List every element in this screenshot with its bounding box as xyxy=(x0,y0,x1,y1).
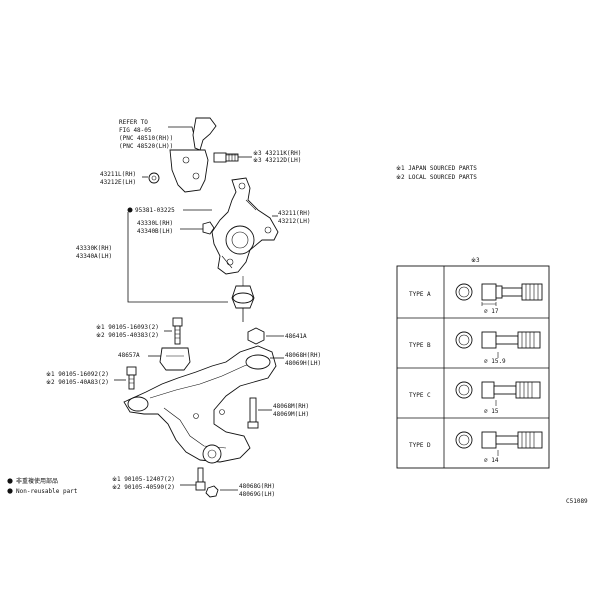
non-reusable-marker xyxy=(7,478,13,484)
type-d-dim: ⌀ 14 xyxy=(484,457,499,464)
type-b-dim: ⌀ 15.9 xyxy=(484,358,506,365)
type-b-label: TYPE B xyxy=(409,342,431,349)
label-48641a: 48641A xyxy=(285,333,307,340)
label-48069g: 48069G(LH) xyxy=(239,491,275,498)
dust-cover-part xyxy=(169,117,217,193)
refer-line-2: FIG 48-05 xyxy=(119,127,152,134)
label-90105-16093: ※1 90105-16093(2) xyxy=(96,324,159,331)
lower-control-arm-part xyxy=(123,345,277,464)
footnote-non-reusable-en: Non-reusable part xyxy=(16,488,78,495)
label-43330k: 43330K(RH) xyxy=(76,245,112,252)
label-43212d: ※3 43212D(LH) xyxy=(253,157,301,164)
nut-43211l xyxy=(148,172,160,184)
type-a-bolt xyxy=(455,283,543,306)
bolt-90105-12407 xyxy=(195,467,206,491)
cotter-pin-marker xyxy=(127,207,133,213)
type-a-dim: ⌀ 17 xyxy=(484,308,499,315)
footnote-non-reusable-cn: 非重複使用部品 xyxy=(16,477,58,485)
type-c-dim: ⌀ 15 xyxy=(484,408,499,415)
non-reusable-marker-2 xyxy=(7,488,13,494)
label-90105-40383: ※2 90105-40383(2) xyxy=(96,332,159,339)
bracket-43330k xyxy=(127,212,228,303)
label-90105-16092: ※1 90105-16092(2) xyxy=(46,371,109,378)
note-japan: ※1 JAPAN SOURCED PARTS xyxy=(396,165,477,172)
nut-48641a xyxy=(247,327,265,345)
label-48068g: 48068G(RH) xyxy=(239,483,275,490)
label-90105-40a83: ※2 90105-40A83(2) xyxy=(46,379,109,386)
note-local: ※2 LOCAL SOURCED PARTS xyxy=(396,174,477,181)
label-90105-40590: ※2 90105-40590(2) xyxy=(112,484,175,491)
refer-leader xyxy=(168,126,195,136)
label-95381: 95381-03225 xyxy=(135,207,175,214)
label-43212: 43212(LH) xyxy=(278,218,311,225)
type-a-label: TYPE A xyxy=(409,291,431,298)
steering-knuckle-part xyxy=(211,177,279,275)
label-43211k: ※3 43211K(RH) xyxy=(253,150,301,157)
label-43340a: 43340A(LH) xyxy=(76,253,112,260)
nut-43330l xyxy=(202,221,215,235)
label-48068h: 48068H(RH) xyxy=(285,352,321,359)
label-48068m: 48068M(RH) xyxy=(273,403,309,410)
legend-marker: ※3 xyxy=(471,257,480,264)
label-43330l: 43330L(RH) xyxy=(137,220,173,227)
bolt-90105-16093 xyxy=(172,317,183,345)
type-c-bolt xyxy=(455,381,541,406)
ball-joint-part xyxy=(231,276,255,309)
type-d-label: TYPE D xyxy=(409,442,431,449)
label-43211l: 43211L(RH) xyxy=(100,171,136,178)
bushing-48657a xyxy=(159,347,191,371)
bolt-90105-16092 xyxy=(126,366,137,390)
bolt-43211k xyxy=(213,152,239,163)
refer-line-3: (PNC 48510(RH)) xyxy=(119,135,173,142)
label-90105-12407: ※1 90105-12407(2) xyxy=(112,476,175,483)
refer-line-1: REFER TO xyxy=(119,119,148,126)
label-43340b: 43340B(LH) xyxy=(137,228,173,235)
label-48069h: 48069H(LH) xyxy=(285,360,321,367)
nut-48068g xyxy=(205,485,219,498)
type-b-bolt xyxy=(455,331,541,358)
figure-code: C51089 xyxy=(566,498,588,505)
refer-line-4: (PNC 48520(LH)) xyxy=(119,143,173,150)
type-c-label: TYPE C xyxy=(409,392,431,399)
label-48657a: 48657A xyxy=(118,352,140,359)
label-43211: 43211(RH) xyxy=(278,210,311,217)
bolt-48068m xyxy=(247,397,259,429)
type-d-bolt xyxy=(455,431,543,456)
label-43212e: 43212E(LH) xyxy=(100,179,136,186)
label-48069m: 48069M(LH) xyxy=(273,411,309,418)
